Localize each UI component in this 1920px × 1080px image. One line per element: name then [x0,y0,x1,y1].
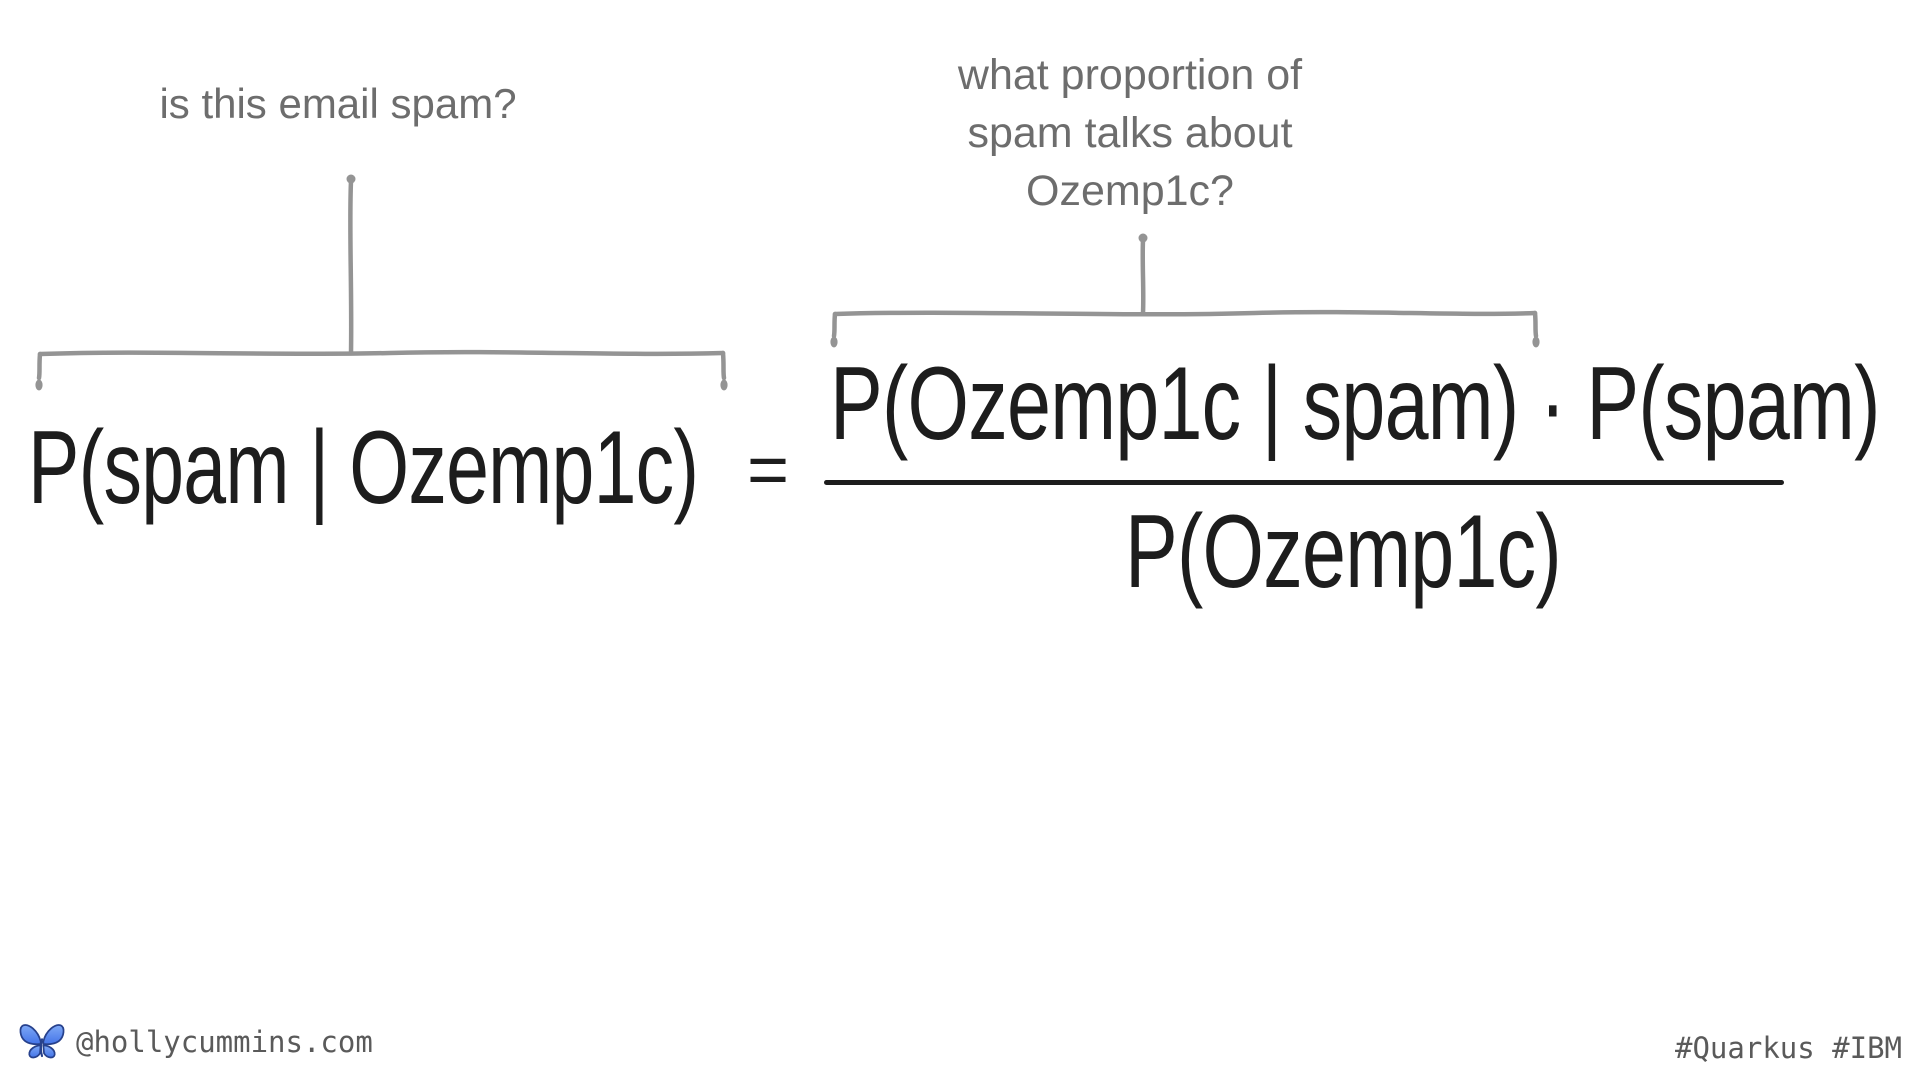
bluesky-butterfly-icon [19,1024,65,1059]
annotation-is-this-email-spam: is this email spam? [159,80,517,127]
annotation-line-2: spam talks about [967,109,1293,157]
annotation-what-proportion: what proportion of spam talks about Ozem… [930,46,1330,220]
formula-lhs: P(spam | Ozemp1c) [28,410,699,526]
annotation-line-3: Ozemp1c? [1026,167,1234,215]
hashtags: #Quarkus #IBM [1675,1031,1902,1065]
brace-left-icon [35,174,728,391]
formula-numerator: P(Ozemp1c | spam) · P(spam) [830,346,1880,462]
formula-denominator: P(Ozemp1c) [1125,494,1562,610]
footer-left: @hollycummins.com [18,1022,373,1062]
equals-sign: = [747,430,790,510]
fraction-bar [824,480,1784,485]
social-handle: @hollycummins.com [76,1025,373,1059]
annotation-line-1: what proportion of [957,51,1303,99]
brace-right-icon [830,233,1540,348]
